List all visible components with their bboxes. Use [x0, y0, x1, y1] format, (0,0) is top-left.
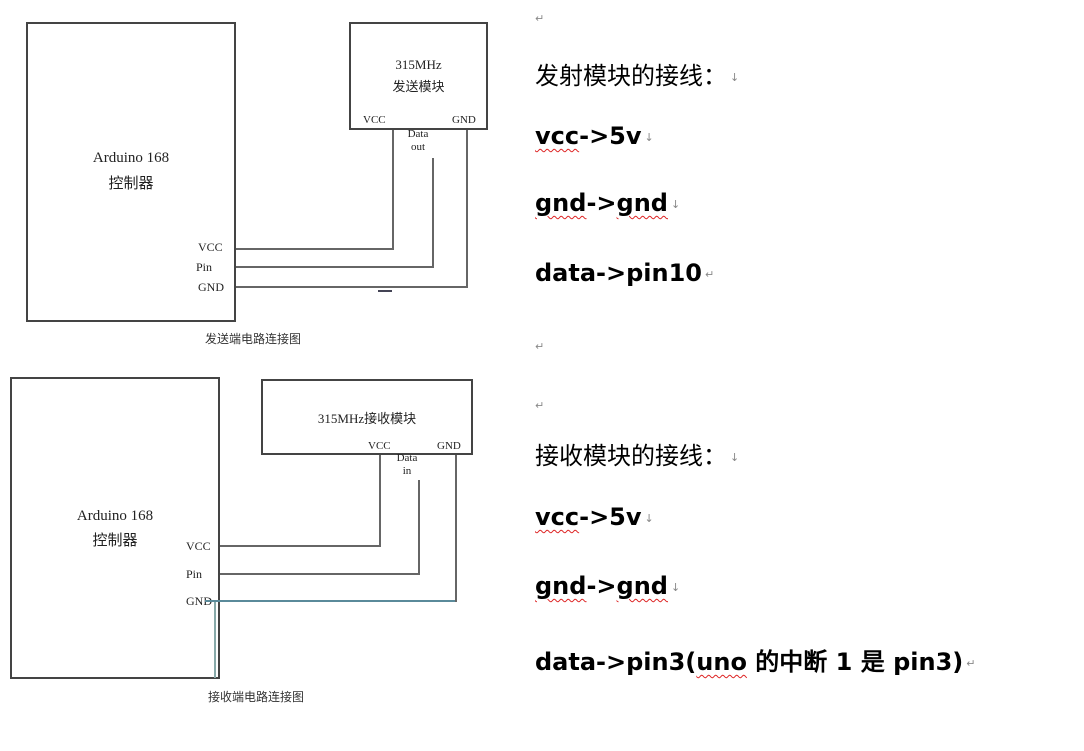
tx-wire-vcc-horizontal: [236, 248, 394, 250]
tx-note-gnd-term: gnd: [535, 189, 587, 217]
rx-controller-pin-gnd: GND: [186, 594, 212, 608]
rx-controller-box: [10, 377, 220, 679]
line-mark: ↓: [670, 197, 681, 211]
tx-note-gnd: gnd->gnd↓: [535, 189, 680, 217]
rx-module-pin-data: Data in: [389, 452, 425, 478]
rx-wire-gnd-horizontal: [205, 600, 457, 602]
line-mark: ↓: [644, 130, 654, 144]
tx-note-vcc-rest: ->5v: [579, 122, 642, 150]
rx-wire-gnd-vertical: [455, 455, 457, 602]
rx-notes-heading: 接收模块的接线：↓: [535, 436, 739, 471]
rx-module-title: 315MHz接收模块: [317, 411, 417, 426]
rx-note-data-board: uno: [696, 648, 747, 676]
rx-note-data-suffix: 的中断 1 是 pin3): [746, 648, 964, 676]
rx-controller-pin-vcc: VCC: [186, 539, 211, 553]
rx-wire-data-vertical: [418, 480, 420, 575]
rx-controller-pin-pin: Pin: [186, 567, 203, 581]
rx-module-pin-data-line2: in: [402, 465, 412, 477]
para-mark: ↵: [966, 656, 976, 670]
tx-caption: 发送端电路连接图: [205, 332, 302, 346]
tx-wire-data-horizontal: [236, 266, 434, 268]
tx-module-pin-data-line2: out: [410, 141, 426, 153]
rx-notes-heading-text: 接收模块的接线：: [535, 442, 727, 470]
tx-controller-box: [26, 22, 236, 322]
para-mark-mid1: ↵: [535, 340, 545, 353]
tx-wire-gnd-vertical: [466, 130, 468, 288]
tx-note-vcc: vcc->5v↓: [535, 122, 654, 150]
tx-controller-title: Arduino 168: [92, 150, 170, 166]
tx-module-box: [349, 22, 488, 130]
tx-note-gnd-target: gnd: [616, 189, 668, 217]
tx-module-pin-vcc: VCC: [363, 114, 386, 126]
rx-module-pin-vcc: VCC: [368, 440, 391, 452]
tx-note-data-text: data->pin10: [535, 259, 703, 287]
rx-note-gnd-target: gnd: [616, 572, 668, 600]
line-mark: ↓: [644, 511, 654, 525]
tx-module-pin-data: Data out: [400, 128, 436, 154]
rx-controller-title: Arduino 168: [76, 508, 154, 524]
rx-note-data-prefix: data->pin3(: [535, 648, 697, 676]
rx-module-pin-data-line1: Data: [396, 452, 418, 464]
rx-note-vcc-rest: ->5v: [579, 503, 642, 531]
rx-note-vcc-term: vcc: [535, 503, 580, 531]
tx-module-title: 315MHz: [395, 57, 442, 72]
tx-controller-pin-gnd: GND: [198, 280, 224, 294]
rx-note-vcc: vcc->5v↓: [535, 503, 654, 531]
tx-notes-heading-text: 发射模块的接线：: [535, 62, 727, 90]
para-mark: ↵: [705, 267, 715, 281]
tx-note-gnd-arrow: ->: [586, 189, 617, 217]
line-mark: ↓: [730, 71, 740, 84]
line-mark: ↓: [670, 580, 681, 594]
rx-wire-vcc-vertical: [379, 455, 381, 547]
rx-note-gnd: gnd->gnd↓: [535, 572, 680, 600]
tx-scan-mark: [378, 282, 392, 292]
tx-module-subtitle: 发送模块: [392, 80, 445, 95]
rx-caption: 接收端电路连接图: [208, 690, 305, 704]
tx-controller-subtitle: 控制器: [108, 174, 154, 192]
tx-note-vcc-term: vcc: [535, 122, 580, 150]
tx-module-pin-data-line1: Data: [407, 128, 429, 140]
tx-module-pin-gnd: GND: [452, 114, 476, 126]
rx-wire-data-horizontal: [220, 573, 420, 575]
rx-wire-gnd-drop: [214, 602, 216, 678]
tx-controller-pin-pin: Pin: [196, 260, 213, 274]
tx-wire-vcc-vertical: [392, 130, 394, 250]
line-mark: ↓: [730, 451, 740, 464]
tx-note-data: data->pin10↵: [535, 259, 714, 287]
rx-module-pin-gnd: GND: [437, 440, 461, 452]
rx-controller-subtitle: 控制器: [92, 531, 138, 549]
tx-notes-heading: 发射模块的接线：↓: [535, 56, 739, 91]
para-mark-top: ↵: [535, 12, 545, 25]
tx-wire-data-vertical: [432, 158, 434, 268]
rx-note-gnd-term: gnd: [535, 572, 587, 600]
tx-controller-pin-vcc: VCC: [198, 240, 223, 254]
tx-wire-gnd-horizontal: [236, 286, 468, 288]
rx-note-gnd-arrow: ->: [586, 572, 617, 600]
para-mark-mid2: ↵: [535, 399, 545, 412]
rx-note-data: data->pin3(uno 的中断 1 是 pin3)↵: [535, 642, 975, 677]
rx-module-box: [261, 379, 473, 455]
rx-wire-vcc-horizontal: [220, 545, 381, 547]
